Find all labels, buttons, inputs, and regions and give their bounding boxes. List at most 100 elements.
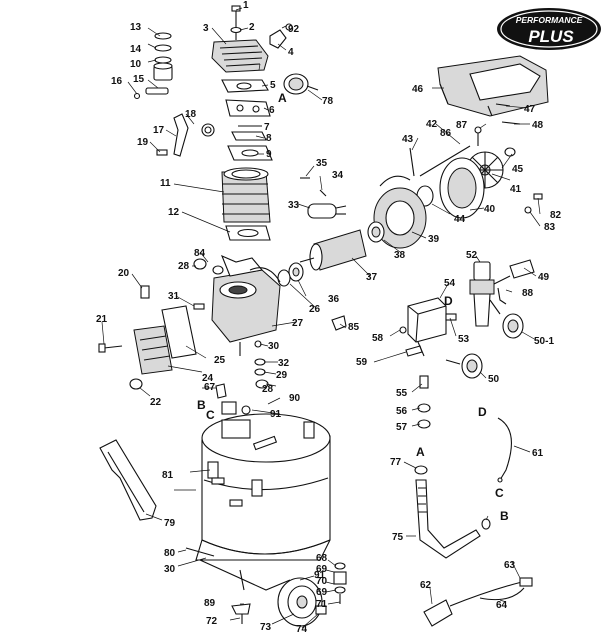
label-37: 37 [366, 272, 378, 283]
label-70: 70 [316, 576, 328, 587]
leader-lines [101, 7, 541, 629]
unloader-valve-parts [133, 32, 173, 100]
label-24: 24 [202, 373, 214, 384]
label-17: 17 [153, 125, 165, 136]
connector-c-tube: C [495, 486, 504, 500]
logo-line2: PLUS [528, 27, 574, 46]
label-54: 54 [444, 278, 456, 289]
label-68: 68 [316, 553, 328, 564]
label-48: 48 [532, 120, 544, 131]
connector-c-left: C [206, 408, 215, 422]
discharge-tube [414, 465, 491, 559]
label-7: 7 [264, 122, 270, 133]
label-16: 16 [111, 76, 123, 87]
motor-stator [373, 175, 427, 249]
connector-b-left: B [197, 398, 206, 412]
label-15: 15 [133, 74, 145, 85]
label-4: 4 [288, 47, 294, 58]
label-39: 39 [428, 234, 440, 245]
label-57: 57 [396, 422, 408, 433]
label-28: 28 [178, 261, 190, 272]
logo-line1: PERFORMANCE [516, 15, 583, 25]
label-46: 46 [412, 84, 424, 95]
connection-letters: A B C D A B C D [197, 91, 509, 523]
label-55: 55 [396, 388, 408, 399]
label-87: 87 [456, 120, 468, 131]
label-30: 30 [268, 341, 280, 352]
regulator-filter [469, 259, 535, 327]
label-33: 33 [288, 200, 300, 211]
label-28-lower: 28 [262, 384, 274, 395]
label-88: 88 [522, 288, 534, 299]
label-56: 56 [396, 406, 408, 417]
label-42: 42 [426, 119, 438, 130]
connector-b-tube: B [500, 509, 509, 523]
shroud-46 [437, 55, 549, 117]
label-78: 78 [322, 96, 334, 107]
performance-plus-logo: PERFORMANCE PLUS [497, 8, 601, 50]
power-cord [423, 577, 533, 627]
handle [99, 439, 157, 521]
label-69a: 69 [316, 564, 328, 575]
label-30-bottom: 30 [164, 564, 176, 575]
label-36: 36 [328, 294, 340, 305]
pressure-switch-lever [156, 113, 215, 157]
label-82: 82 [550, 210, 562, 221]
connector-a-tube: A [416, 445, 425, 459]
label-77: 77 [390, 457, 402, 468]
label-83: 83 [544, 222, 556, 233]
label-22: 22 [150, 397, 162, 408]
label-5: 5 [270, 80, 276, 91]
label-58: 58 [372, 333, 384, 344]
label-40: 40 [484, 204, 496, 215]
fan-housing [439, 157, 485, 219]
connector-d-tube: D [478, 405, 487, 419]
label-3: 3 [203, 23, 209, 34]
capacitor [307, 203, 347, 219]
label-19: 19 [137, 137, 149, 148]
label-64: 64 [496, 600, 508, 611]
label-61: 61 [532, 448, 544, 459]
label-1: 1 [243, 0, 249, 11]
label-31: 31 [168, 291, 180, 302]
label-44: 44 [454, 214, 466, 225]
connector-d-switch: D [444, 294, 453, 308]
label-89: 89 [204, 598, 216, 609]
label-59: 59 [356, 357, 368, 368]
part-labels: 1 2 3 4 5 6 7 8 9 10 11 12 13 14 15 16 1… [96, 0, 562, 635]
label-47: 47 [524, 104, 536, 115]
label-35: 35 [316, 158, 328, 169]
label-84: 84 [194, 248, 206, 259]
label-20: 20 [118, 268, 130, 279]
label-43: 43 [402, 134, 414, 145]
label-12: 12 [168, 207, 180, 218]
label-49: 49 [538, 272, 550, 283]
label-91-bottom: 91 [314, 570, 326, 581]
crankcase-27 [211, 254, 281, 356]
label-34: 34 [332, 170, 344, 181]
label-75: 75 [392, 532, 404, 543]
label-92: 92 [288, 24, 300, 35]
label-73: 73 [260, 622, 272, 633]
label-18: 18 [185, 109, 197, 120]
label-50-1: 50-1 [534, 336, 554, 347]
label-72: 72 [206, 616, 218, 627]
wheel [277, 577, 323, 627]
label-29: 29 [276, 370, 288, 381]
label-2: 2 [249, 22, 255, 33]
label-6: 6 [269, 105, 275, 116]
label-45: 45 [512, 164, 524, 175]
label-25: 25 [214, 355, 226, 366]
connector-a-top: A [278, 91, 287, 105]
label-74: 74 [296, 624, 308, 635]
motor-rotor [299, 229, 367, 271]
label-69b: 69 [316, 587, 328, 598]
label-85: 85 [348, 322, 360, 333]
label-32: 32 [278, 358, 290, 369]
label-62: 62 [420, 580, 432, 591]
pressure-switch [407, 297, 457, 343]
label-71: 71 [316, 599, 328, 610]
label-9: 9 [266, 149, 272, 160]
label-79: 79 [164, 518, 176, 529]
